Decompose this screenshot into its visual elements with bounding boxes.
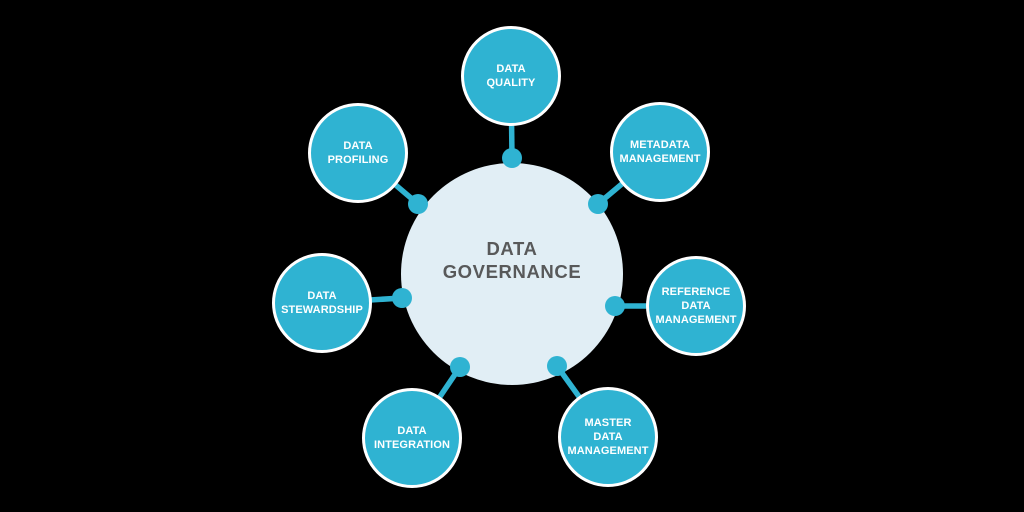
node-metadata-management-label: METADATA MANAGEMENT [619, 139, 701, 165]
node-reference-data-management-label: REFERENCE DATA MANAGEMENT [655, 286, 737, 326]
node-master-data-management-label: MASTER DATA MANAGEMENT [567, 417, 649, 457]
center-hub-circle: DATA GOVERNANCE [401, 163, 623, 385]
center-hub-label: DATA GOVERNANCE [442, 238, 582, 282]
node-data-integration-label: DATA INTEGRATION [373, 425, 451, 451]
node-data-stewardship: DATA STEWARDSHIP [272, 253, 372, 353]
node-master-data-management: MASTER DATA MANAGEMENT [558, 387, 658, 487]
node-data-stewardship-label: DATA STEWARDSHIP [281, 290, 363, 316]
node-data-integration: DATA INTEGRATION [362, 388, 462, 488]
node-data-quality: DATA QUALITY [461, 26, 561, 126]
node-data-quality-label: DATA QUALITY [486, 63, 536, 89]
node-reference-data-management: REFERENCE DATA MANAGEMENT [646, 256, 746, 356]
node-data-profiling: DATA PROFILING [308, 103, 408, 203]
node-metadata-management: METADATA MANAGEMENT [610, 102, 710, 202]
node-data-profiling-label: DATA PROFILING [327, 140, 389, 166]
